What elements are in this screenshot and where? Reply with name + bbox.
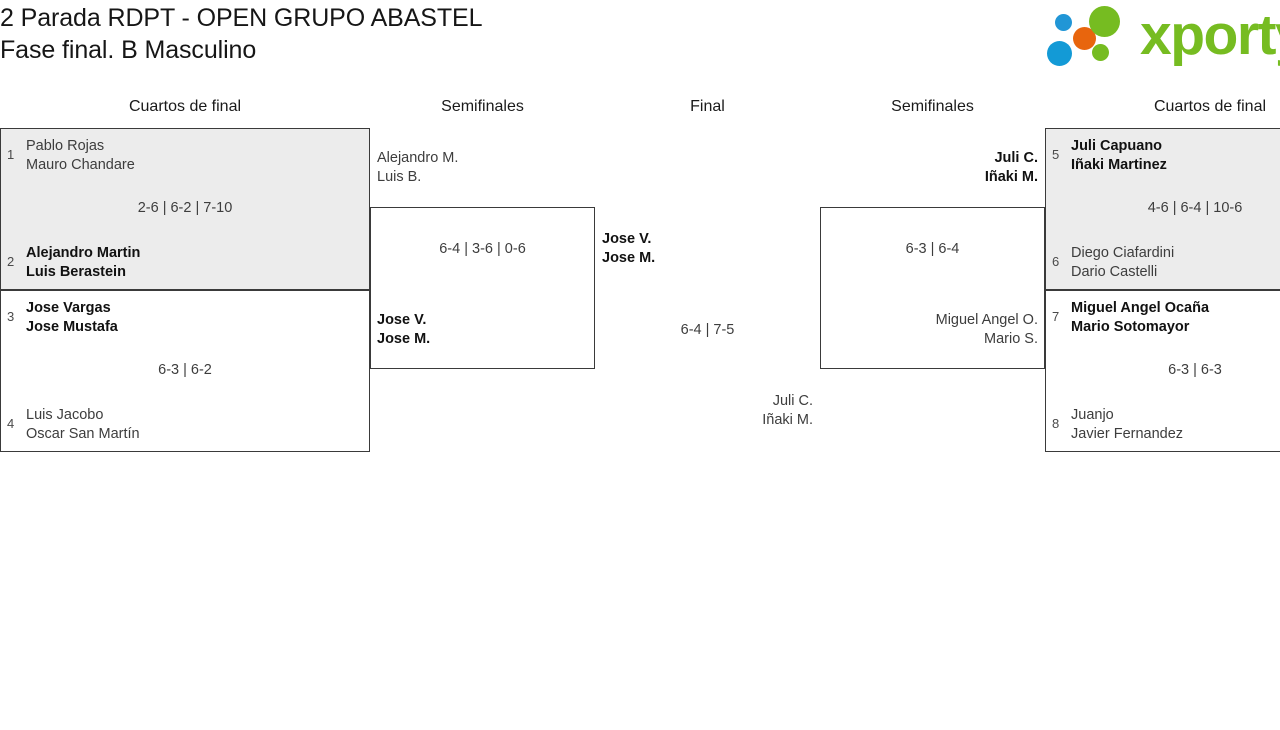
team-left-qf1-bottom[interactable]: Alejandro Martin Luis Berastein	[26, 244, 140, 282]
round-header-right-quarters: Cuartos de final	[1153, 98, 1267, 115]
player-name: Diego Ciafardini	[1071, 245, 1175, 261]
match-box-left-semifinal[interactable]	[370, 207, 595, 369]
seed-number: 6	[1052, 254, 1060, 269]
logo-dot-blue-large-icon	[1047, 41, 1072, 66]
round-header-final: Final	[690, 98, 725, 115]
team-left-sf-bottom[interactable]: Jose V. Jose M.	[377, 311, 430, 349]
match-score-right-qf-1: 4-6 | 6-4 | 10-6	[1147, 200, 1243, 216]
team-left-qf2-bottom[interactable]: Luis Jacobo Oscar San Martín	[26, 406, 140, 444]
player-name: Miguel Angel O.	[935, 312, 1038, 328]
xporty-logo[interactable]: xporty	[1044, 3, 1280, 70]
team-right-qf1-top[interactable]: Juli Capuano Iñaki Martinez	[1071, 137, 1167, 175]
seed-number: 1	[7, 147, 15, 162]
seed-number: 2	[7, 254, 15, 269]
player-name: Luis B.	[377, 169, 422, 185]
player-name: Mauro Chandare	[26, 157, 135, 173]
team-left-sf-top[interactable]: Alejandro M. Luis B.	[377, 149, 458, 187]
logo-dot-orange-icon	[1073, 27, 1096, 50]
match-score-left-qf-2: 6-3 | 6-2	[158, 362, 212, 378]
player-name: Mario S.	[984, 331, 1038, 347]
player-name: Jose M.	[602, 250, 656, 266]
round-header-right-semis: Semifinales	[891, 98, 974, 115]
player-name: Dario Castelli	[1071, 264, 1158, 280]
match-box-left-qf-2[interactable]	[0, 290, 370, 452]
player-name: Juli C.	[994, 150, 1038, 166]
team-right-sf-bottom[interactable]: Miguel Angel O. Mario S.	[820, 311, 1038, 349]
match-score-left-qf-1: 2-6 | 6-2 | 7-10	[137, 200, 233, 216]
team-left-qf2-top[interactable]: Jose Vargas Jose Mustafa	[26, 299, 118, 337]
team-final-top[interactable]: Jose V. Jose M.	[602, 230, 655, 268]
round-header-left-quarters: Cuartos de final	[128, 98, 242, 115]
logo-dot-green-large-icon	[1089, 6, 1120, 37]
seed-number: 5	[1052, 147, 1060, 162]
player-name: Jose M.	[377, 331, 431, 347]
player-name: Miguel Angel Ocaña	[1071, 300, 1210, 316]
player-name: Juli C.	[772, 393, 813, 409]
player-name: Iñaki M.	[984, 169, 1038, 185]
match-box-right-qf-2[interactable]	[1045, 290, 1280, 452]
player-name: Oscar San Martín	[26, 426, 140, 442]
match-box-right-qf-1[interactable]	[1045, 128, 1280, 290]
seed-number: 3	[7, 309, 15, 324]
match-score-right-qf-2: 6-3 | 6-3	[1168, 362, 1222, 378]
player-name: Luis Jacobo	[26, 407, 104, 423]
player-name: Iñaki M.	[762, 412, 813, 428]
logo-wordmark: xporty	[1140, 3, 1280, 67]
page-title-line-1: 2 Parada RDPT - OPEN GRUPO ABASTEL	[0, 4, 483, 32]
team-right-qf1-bottom[interactable]: Diego Ciafardini Dario Castelli	[1071, 244, 1174, 282]
match-score-final: 6-4 | 7-5	[680, 322, 735, 338]
team-right-sf-top[interactable]: Juli C. Iñaki M.	[820, 149, 1038, 187]
round-header-left-semis: Semifinales	[441, 98, 524, 115]
player-name: Iñaki Martinez	[1071, 157, 1167, 173]
seed-number: 4	[7, 416, 15, 431]
match-score-right-semifinal: 6-3 | 6-4	[905, 241, 960, 257]
player-name: Pablo Rojas	[26, 138, 105, 154]
player-name: Juli Capuano	[1071, 138, 1163, 154]
match-score-left-semifinal: 6-4 | 3-6 | 0-6	[439, 241, 526, 257]
player-name: Jose Mustafa	[26, 319, 118, 335]
player-name: Luis Berastein	[26, 264, 126, 280]
match-box-left-qf-1[interactable]	[0, 128, 370, 290]
player-name: Jose Vargas	[26, 300, 111, 316]
player-name: Jose V.	[377, 312, 427, 328]
player-name: Javier Fernandez	[1071, 426, 1184, 442]
page-title-line-2: Fase final. B Masculino	[0, 36, 257, 64]
seed-number: 8	[1052, 416, 1060, 431]
player-name: Alejandro Martin	[26, 245, 141, 261]
team-right-qf2-top[interactable]: Miguel Angel Ocaña Mario Sotomayor	[1071, 299, 1209, 337]
logo-dot-blue-small-icon	[1055, 14, 1072, 31]
team-right-qf2-bottom[interactable]: Juanjo Javier Fernandez	[1071, 406, 1183, 444]
match-box-right-semifinal[interactable]	[820, 207, 1045, 369]
player-name: Juanjo	[1071, 407, 1114, 423]
page-title: 2 Parada RDPT - OPEN GRUPO ABASTEL Fase …	[0, 2, 900, 66]
team-left-qf1-top[interactable]: Pablo Rojas Mauro Chandare	[26, 137, 135, 175]
player-name: Alejandro M.	[377, 150, 459, 166]
seed-number: 7	[1052, 309, 1060, 324]
logo-dot-green-small-icon	[1092, 44, 1109, 61]
player-name: Jose V.	[602, 231, 652, 247]
team-final-bottom[interactable]: Juli C. Iñaki M.	[595, 392, 813, 430]
player-name: Mario Sotomayor	[1071, 319, 1190, 335]
